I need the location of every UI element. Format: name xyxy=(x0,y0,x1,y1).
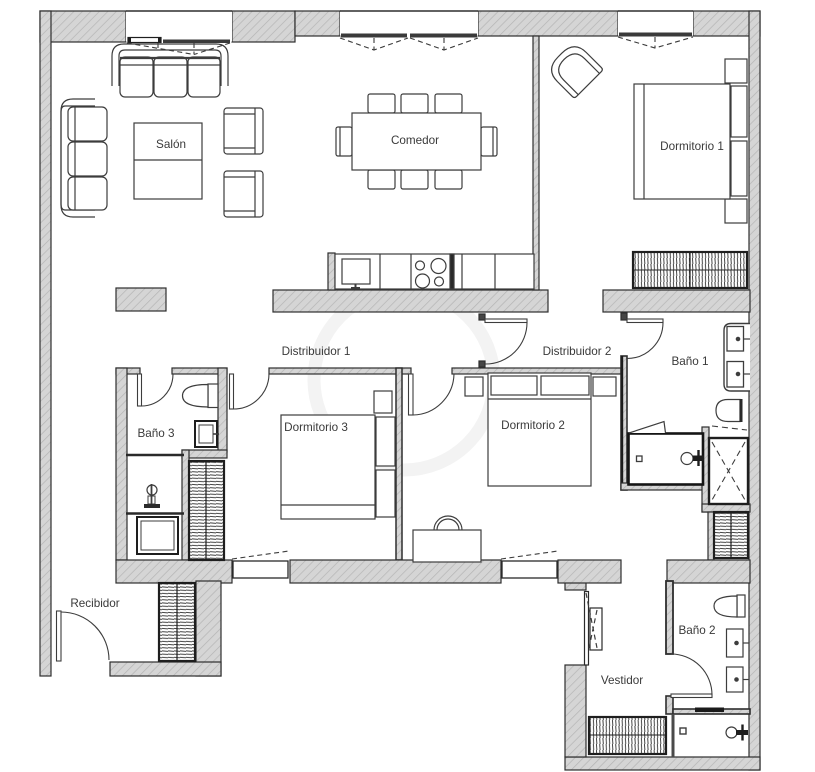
svg-text:Dormitorio 1: Dormitorio 1 xyxy=(660,140,724,153)
svg-text:Baño 3: Baño 3 xyxy=(137,427,174,440)
svg-text:Baño 2: Baño 2 xyxy=(678,624,715,637)
svg-text:Comedor: Comedor xyxy=(391,134,439,147)
svg-text:Recibidor: Recibidor xyxy=(70,597,119,610)
svg-text:Distribuidor 1: Distribuidor 1 xyxy=(282,345,351,358)
svg-text:Dormitorio 3: Dormitorio 3 xyxy=(284,421,348,434)
svg-text:Vestidor: Vestidor xyxy=(601,674,643,687)
svg-text:Dormitorio 2: Dormitorio 2 xyxy=(501,419,565,432)
svg-text:Baño 1: Baño 1 xyxy=(671,355,708,368)
svg-text:Distribuidor 2: Distribuidor 2 xyxy=(543,345,612,358)
svg-text:Salón: Salón xyxy=(156,138,186,151)
